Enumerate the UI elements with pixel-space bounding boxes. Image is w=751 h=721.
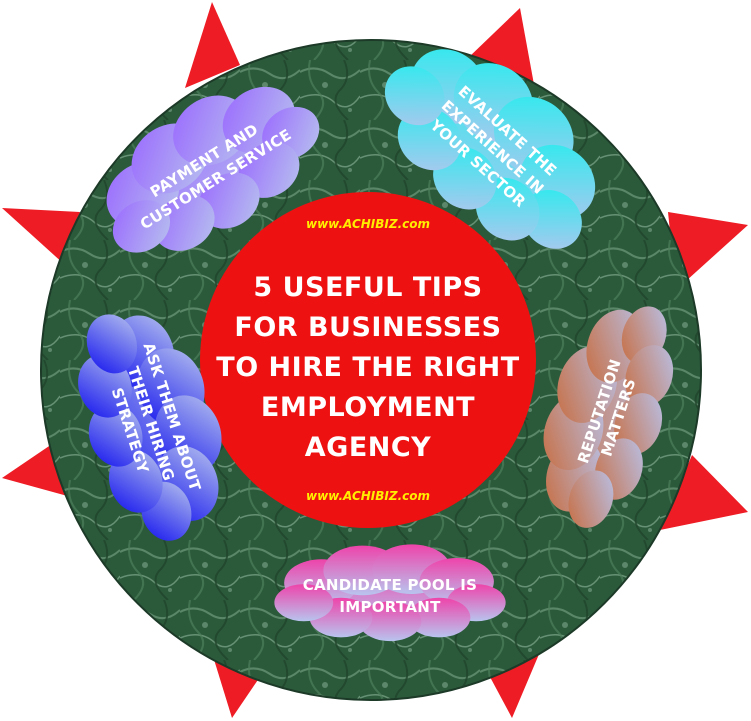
tip-cloud-payment-service: PAYMENT AND CUSTOMER SERVICE — [75, 51, 344, 286]
brand-top: www.ACHIBIZ.com — [306, 217, 430, 231]
star-spike — [2, 208, 80, 265]
title-line: TO HIRE THE RIGHT — [216, 352, 519, 383]
star-spike — [668, 212, 748, 290]
brand-bottom: www.ACHIBIZ.com — [306, 489, 430, 503]
title-line: EMPLOYMENT — [261, 392, 475, 423]
center-circle — [200, 192, 536, 528]
tip-cloud-reputation: REPUTATION MATTERS — [517, 286, 696, 541]
title-line: AGENCY — [305, 432, 431, 463]
tip-line: IMPORTANT — [339, 598, 441, 616]
star-spike — [660, 455, 748, 530]
title-line: 5 USEFUL TIPS — [253, 272, 482, 303]
tip-cloud-hiring-strategy: ASK THEM ABOUT THEIR HIRING STRATEGY — [54, 291, 249, 556]
tip-line: CANDIDATE POOL IS — [303, 576, 478, 594]
star-spike — [185, 2, 240, 88]
tip-cloud-candidate-pool: CANDIDATE POOL IS IMPORTANT — [274, 544, 506, 642]
center-title: 5 USEFUL TIPS FOR BUSINESSES TO HIRE THE… — [216, 272, 519, 463]
title-line: FOR BUSINESSES — [234, 312, 501, 343]
star-spike — [468, 8, 535, 90]
